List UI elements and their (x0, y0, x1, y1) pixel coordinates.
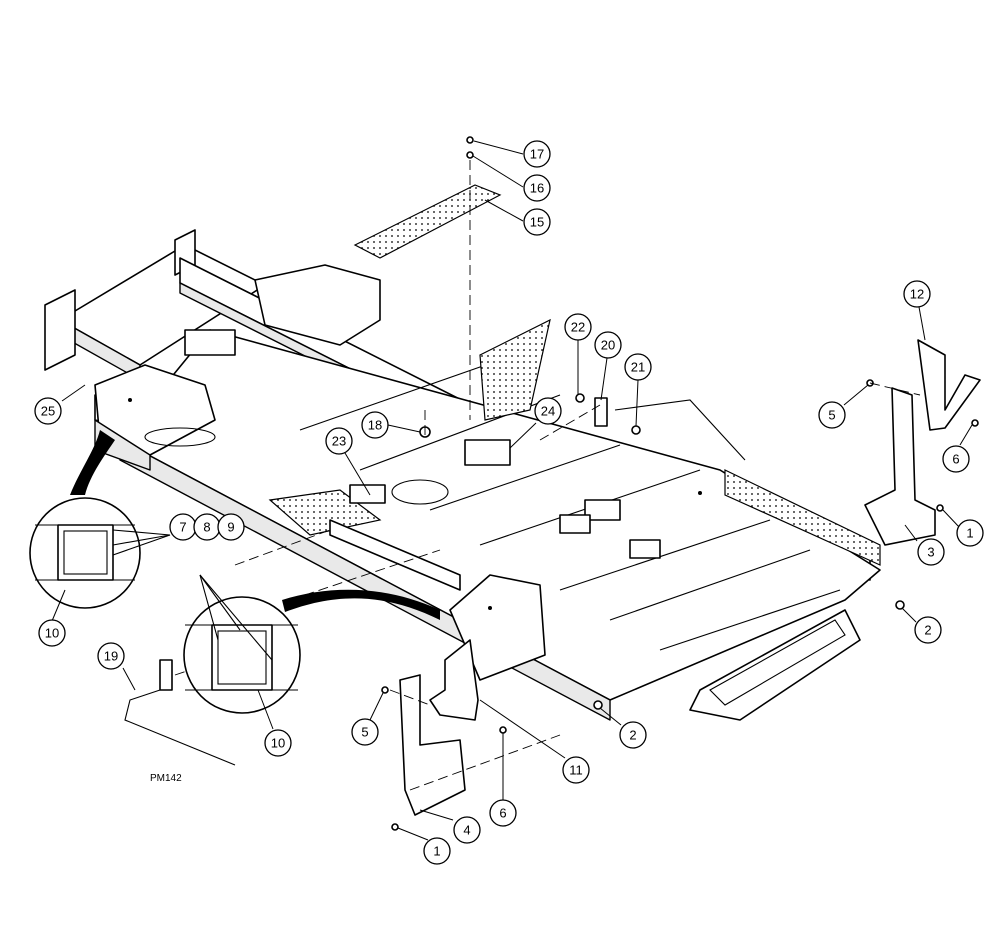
callout-17: 17 (523, 140, 551, 168)
callout-2-right: 2 (914, 616, 942, 644)
callout-8: 8 (193, 513, 221, 541)
rod-21 (614, 399, 746, 461)
svg-text:10: 10 (271, 736, 285, 751)
callout-16: 16 (523, 174, 551, 202)
callout-1-center: 1 (423, 837, 451, 865)
svg-text:9: 9 (227, 520, 234, 535)
rod-19 (124, 659, 236, 766)
callout-25: 25 (34, 397, 62, 425)
bracket-20 (575, 393, 641, 435)
svg-text:1: 1 (966, 526, 973, 541)
svg-text:18: 18 (368, 418, 382, 433)
callout-6-center: 6 (489, 799, 517, 827)
leader-lines (51, 140, 973, 841)
svg-text:2: 2 (924, 623, 931, 638)
callout-5-right: 5 (818, 401, 846, 429)
svg-text:10: 10 (45, 626, 59, 641)
step-plate (353, 184, 502, 259)
svg-text:25: 25 (41, 404, 55, 419)
bracket-11 (429, 639, 479, 721)
svg-text:3: 3 (927, 545, 934, 560)
svg-text:19: 19 (104, 649, 118, 664)
svg-text:11: 11 (569, 763, 583, 778)
callout-3: 3 (917, 538, 945, 566)
svg-text:1: 1 (433, 844, 440, 859)
svg-text:15: 15 (530, 215, 544, 230)
svg-text:4: 4 (463, 823, 470, 838)
svg-text:23: 23 (332, 434, 346, 449)
main-frame (44, 229, 881, 721)
svg-text:8: 8 (203, 520, 210, 535)
callout-5-center: 5 (351, 718, 379, 746)
callout-9: 9 (217, 513, 245, 541)
svg-text:16: 16 (530, 181, 544, 196)
svg-text:6: 6 (952, 452, 959, 467)
callout-15: 15 (523, 208, 551, 236)
callout-24: 24 (534, 397, 562, 425)
detail-inset-right (183, 574, 440, 714)
svg-text:21: 21 (631, 360, 645, 375)
callout-11: 11 (562, 756, 590, 784)
svg-text:5: 5 (361, 725, 368, 740)
callout-18: 18 (361, 411, 389, 439)
svg-text:24: 24 (541, 404, 555, 419)
bracket-3 (864, 387, 936, 546)
svg-text:2: 2 (629, 728, 636, 743)
callout-10-center: 10 (264, 729, 292, 757)
callout-21: 21 (624, 353, 652, 381)
callout-6-right: 6 (942, 445, 970, 473)
svg-text:22: 22 (571, 320, 585, 335)
callout-19: 19 (97, 642, 125, 670)
svg-text:5: 5 (828, 408, 835, 423)
callout-22: 22 (564, 313, 592, 341)
callout-2-center: 2 (619, 721, 647, 749)
callout-1-right: 1 (956, 519, 984, 547)
callout-4: 4 (453, 816, 481, 844)
callout-23: 23 (325, 427, 353, 455)
svg-text:17: 17 (530, 147, 544, 162)
svg-text:6: 6 (499, 806, 506, 821)
bracket-12 (917, 339, 981, 431)
callout-10-left: 10 (38, 619, 66, 647)
callout-7: 7 (169, 513, 197, 541)
callout-20: 20 (594, 331, 622, 359)
svg-text:20: 20 (601, 338, 615, 353)
callout-12: 12 (903, 280, 931, 308)
figure-code: PM142 (150, 773, 182, 784)
bracket-4 (399, 674, 466, 816)
detail-inset-left (29, 430, 171, 609)
svg-text:7: 7 (179, 520, 186, 535)
svg-text:12: 12 (910, 287, 924, 302)
